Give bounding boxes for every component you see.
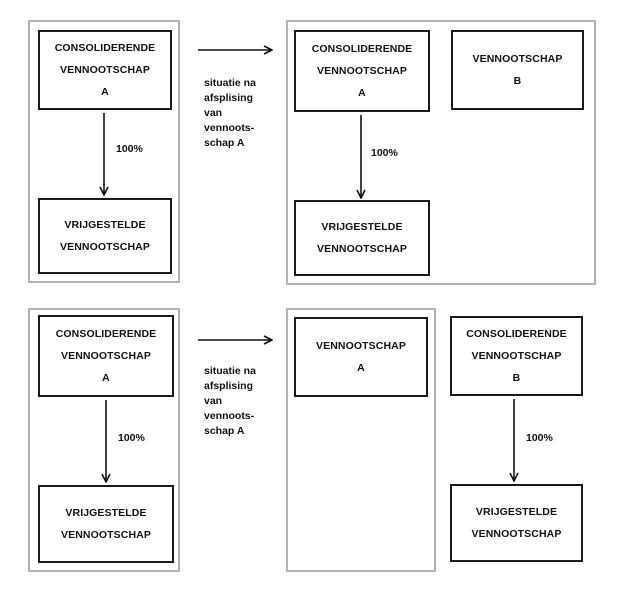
top-after-panel [286, 20, 596, 285]
note-line: schap A [204, 137, 245, 149]
bottom-after-remaining-company-box: VENNOOTSCHAP A [294, 317, 428, 397]
note-line: vennoots- [204, 122, 255, 134]
entity-line: VENNOOTSCHAP [471, 350, 562, 362]
top-before-panel [28, 20, 180, 283]
top-before-subsidiary-box: VRIJGESTELDE VENNOOTSCHAP [38, 198, 172, 274]
entity-line: A [102, 372, 110, 384]
entity-line: B [513, 75, 522, 87]
entity-line: A [357, 362, 365, 374]
note-line: situatie na [204, 365, 256, 377]
top-after-ownership-label: 100% [371, 147, 398, 159]
top-before-ownership-label: 100% [116, 143, 143, 155]
bottom-before-ownership-label: 100% [118, 432, 145, 444]
entity-line: CONSOLIDERENDE [466, 328, 567, 340]
entity-line: VENNOOTSCHAP [317, 65, 407, 77]
bottom-before-subsidiary-box: VRIJGESTELDE VENNOOTSCHAP [38, 485, 174, 563]
entity-line: VRIJGESTELDE [65, 507, 147, 519]
bottom-transition-note: situatie na afsplising van vennoots- sch… [204, 364, 256, 439]
entity-line: CONSOLIDERENDE [311, 43, 413, 55]
bottom-before-panel [28, 308, 180, 572]
top-transition-note: situatie na afsplising van vennoots- sch… [204, 76, 256, 151]
entity-line: VENNOOTSCHAP [61, 529, 151, 541]
entity-line: VENNOOTSCHAP [471, 528, 562, 540]
entity-line: A [101, 86, 109, 98]
entity-line: VENNOOTSCHAP [472, 53, 563, 65]
entity-line: VRIJGESTELDE [64, 219, 146, 231]
top-after-new-company-box: VENNOOTSCHAP B [451, 30, 584, 110]
entity-line: VENNOOTSCHAP [61, 350, 151, 362]
entity-line: VENNOOTSCHAP [316, 340, 406, 352]
entity-line: CONSOLIDERENDE [55, 328, 157, 340]
top-after-parent-box: CONSOLIDERENDE VENNOOTSCHAP A [294, 30, 430, 112]
entity-line: B [512, 372, 521, 384]
bottom-after-subsidiary-box: VRIJGESTELDE VENNOOTSCHAP [450, 484, 583, 562]
note-line: afsplising [204, 92, 254, 104]
entity-line: VENNOOTSCHAP [60, 241, 150, 253]
bottom-after-ownership-label: 100% [526, 432, 553, 444]
bottom-after-parent-box: CONSOLIDERENDE VENNOOTSCHAP B [450, 316, 583, 396]
entity-line: VENNOOTSCHAP [60, 64, 150, 76]
entity-line: VRIJGESTELDE [475, 506, 558, 518]
note-line: afsplising [204, 380, 254, 392]
note-line: van [204, 107, 223, 119]
entity-line: VENNOOTSCHAP [317, 243, 407, 255]
top-after-subsidiary-box: VRIJGESTELDE VENNOOTSCHAP [294, 200, 430, 276]
note-line: van [204, 395, 223, 407]
entity-line: VRIJGESTELDE [321, 221, 403, 233]
bottom-after-panel [286, 308, 436, 572]
bottom-before-parent-box: CONSOLIDERENDE VENNOOTSCHAP A [38, 315, 174, 397]
note-line: situatie na [204, 77, 256, 89]
note-line: vennoots- [204, 410, 255, 422]
top-before-parent-box: CONSOLIDERENDE VENNOOTSCHAP A [38, 30, 172, 110]
entity-line: CONSOLIDERENDE [54, 42, 156, 54]
entity-line: A [358, 87, 366, 99]
note-line: schap A [204, 425, 245, 437]
